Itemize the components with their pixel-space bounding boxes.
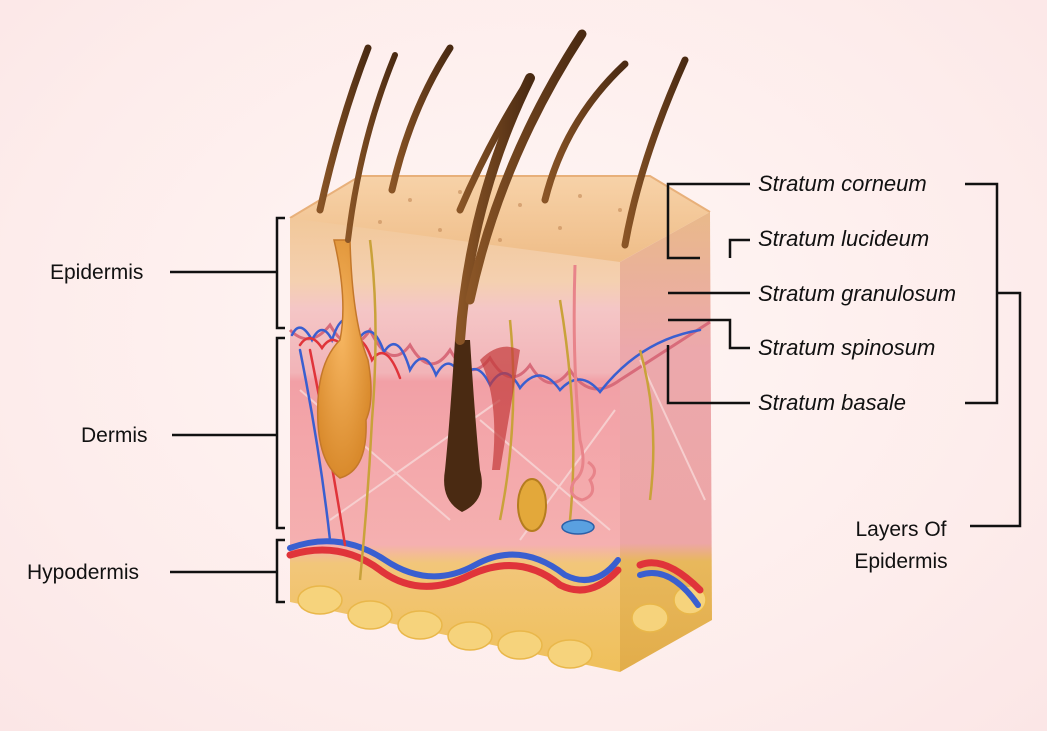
hypodermis-bracket xyxy=(277,540,285,602)
lucideum-connector xyxy=(730,240,750,258)
stratum-corneum-label: Stratum corneum xyxy=(758,173,927,195)
dermis-label: Dermis xyxy=(81,425,148,446)
layers-bracket xyxy=(965,184,997,403)
stratum-spinosum-label: Stratum spinosum xyxy=(758,337,935,359)
dermis-bracket xyxy=(277,338,285,528)
left-leader-lines xyxy=(170,272,277,572)
nerve-ending xyxy=(562,520,594,534)
left-brackets xyxy=(277,218,285,602)
stratum-basale-label: Stratum basale xyxy=(758,392,906,414)
stratum-granulosum-label: Stratum granulosum xyxy=(758,283,956,305)
layers-of-epidermis-line2: Epidermis xyxy=(854,550,947,573)
hypodermis-label: Hypodermis xyxy=(27,562,139,583)
layers-connector xyxy=(970,293,1020,526)
layers-of-epidermis-line1: Layers Of xyxy=(855,518,946,541)
epidermis-label: Epidermis xyxy=(50,262,143,283)
stratum-lucideum-label: Stratum lucideum xyxy=(758,228,929,250)
epidermis-bracket xyxy=(277,218,285,328)
pacinian-corpuscle xyxy=(518,479,546,531)
layers-of-epidermis-label: Layers Of Epidermis xyxy=(846,514,956,578)
